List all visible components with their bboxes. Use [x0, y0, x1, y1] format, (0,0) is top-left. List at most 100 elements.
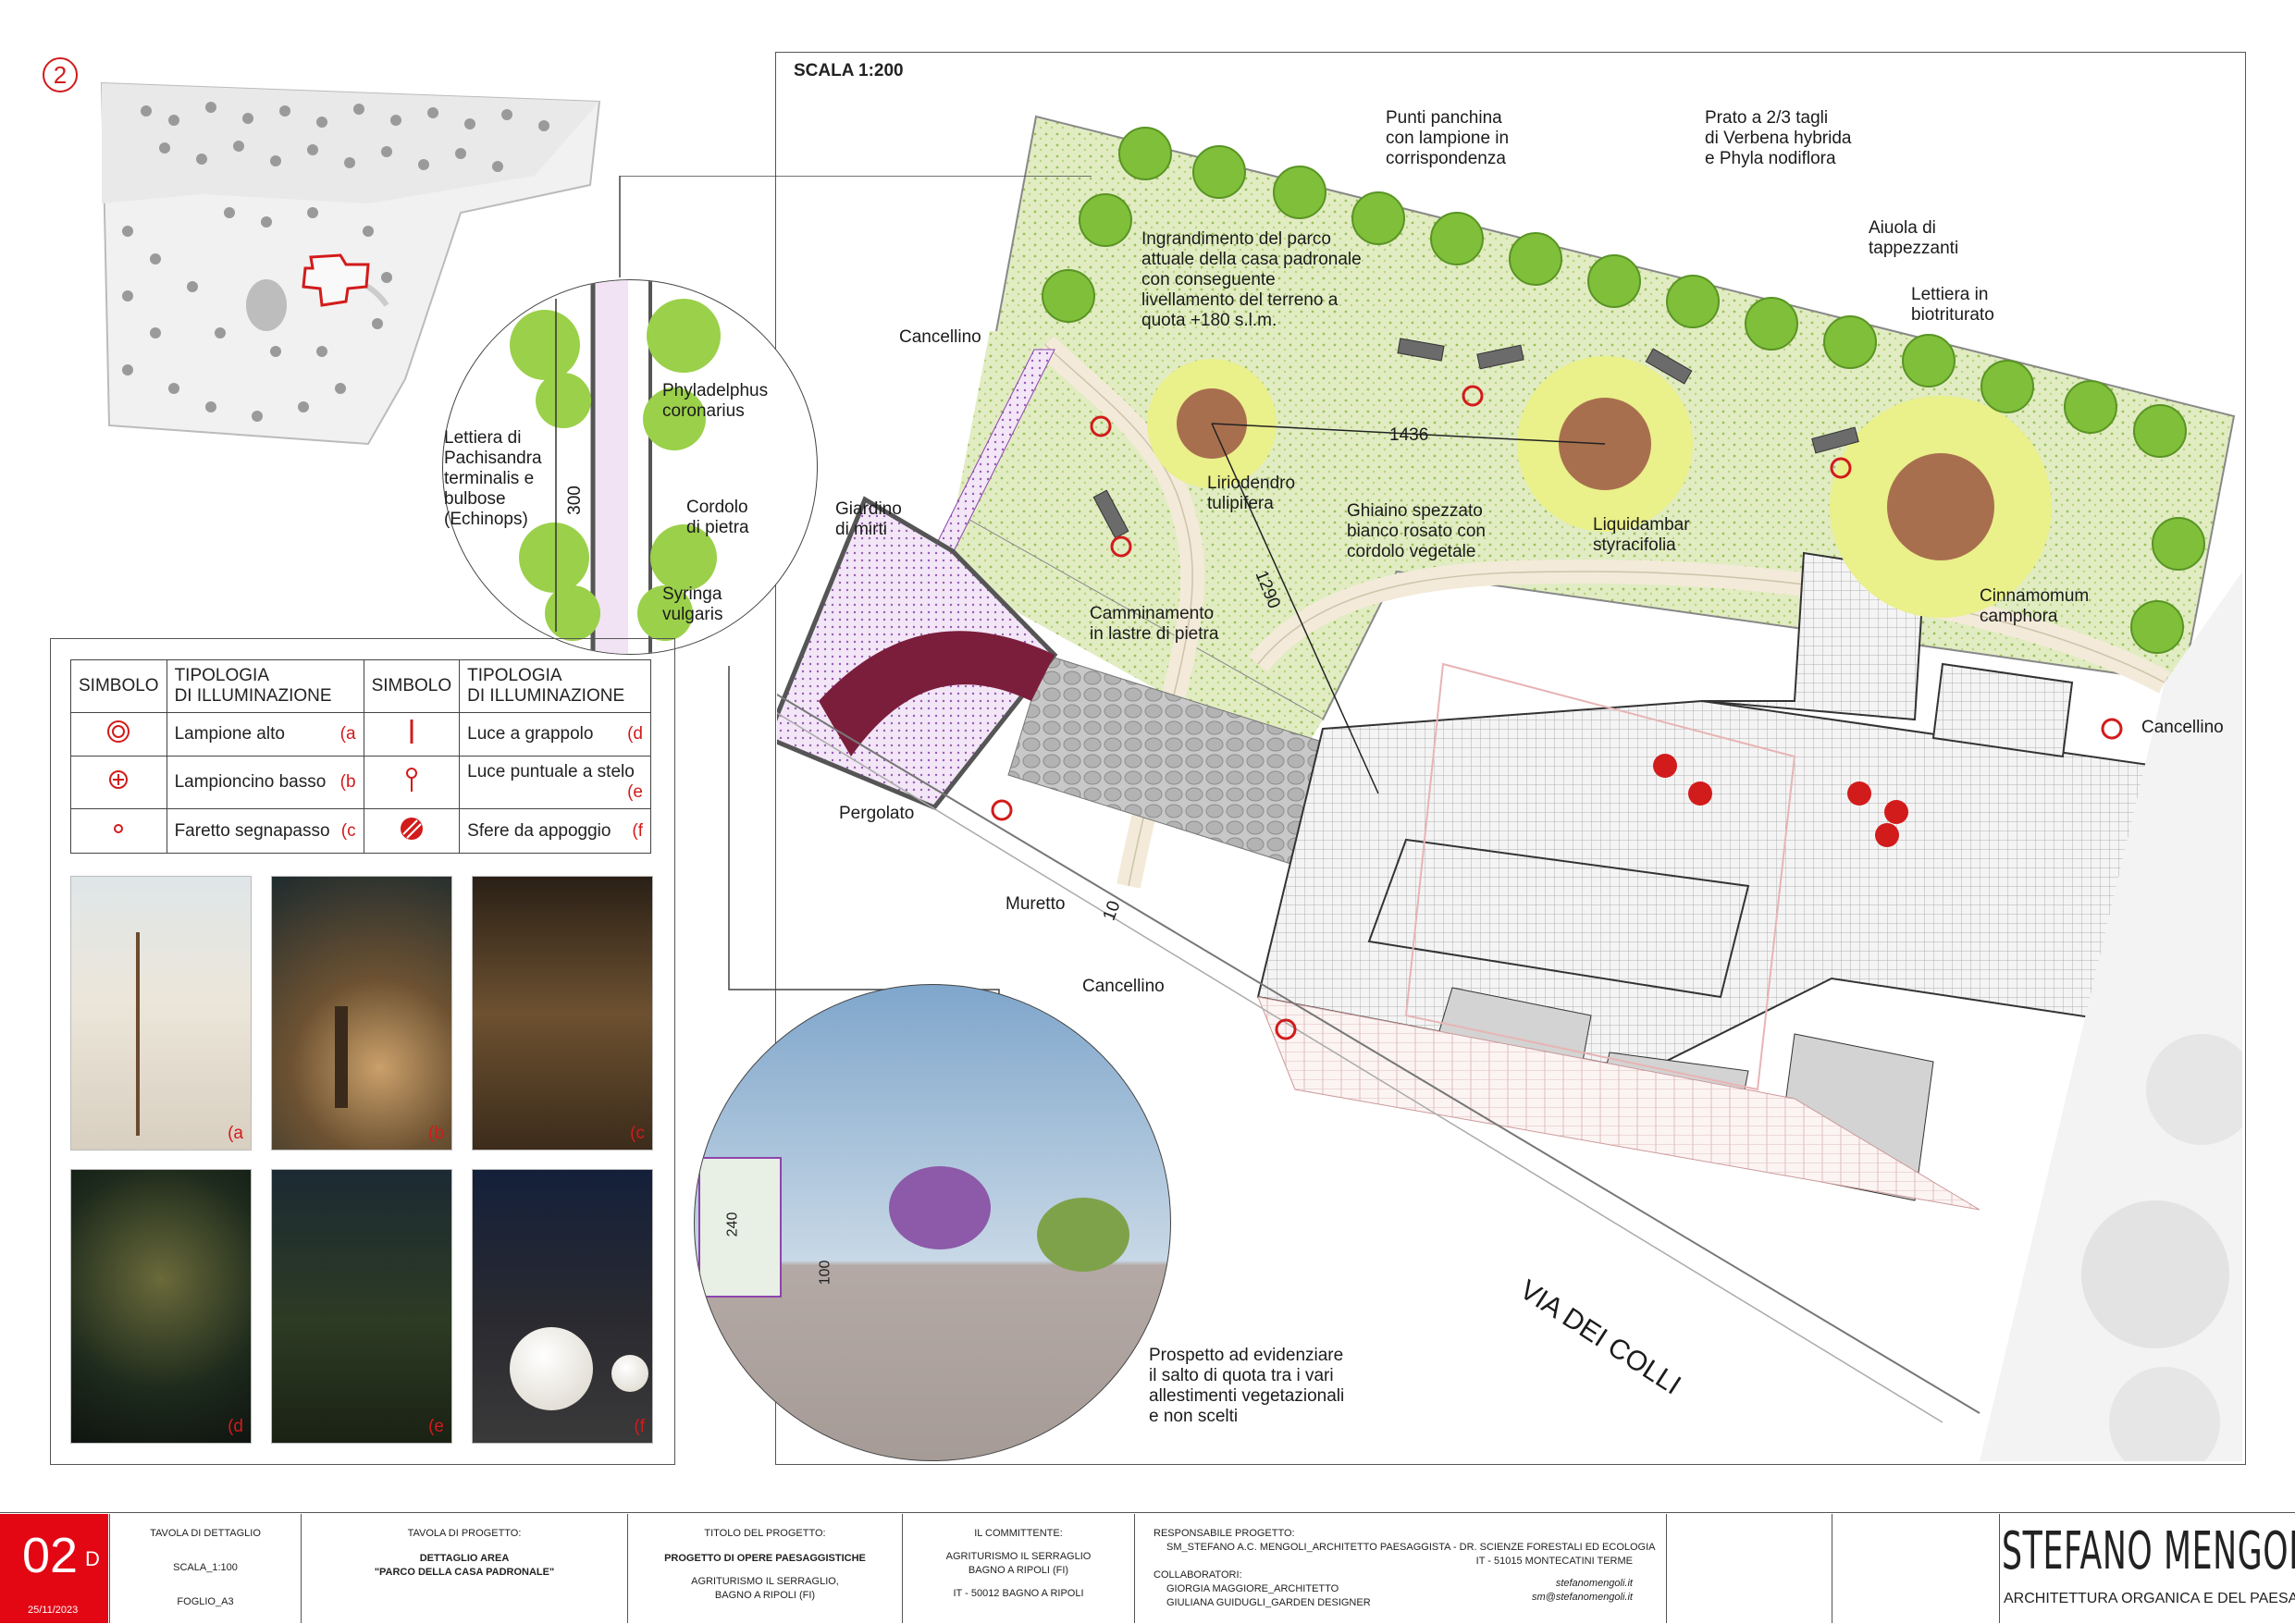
legend-header-symbol: SIMBOLO	[70, 659, 167, 713]
label-prospetto: Prospetto ad evidenziare il salto di quo…	[1149, 1346, 1345, 1426]
brand-logo-text: STEFANO MENGOLI	[2002, 1521, 2295, 1581]
tb-agriturismo: AGRITURISMO IL SERRAGLIO,	[691, 1576, 839, 1587]
plan-scale: SCALA 1:200	[794, 61, 904, 80]
label-pergolato: Pergolato	[839, 804, 915, 823]
legend-label-f: Sfere da appoggio	[467, 820, 611, 841]
tb-brand: STEFANO MENGOLI ARCHITETTURA ORGANICA E …	[1999, 1514, 2295, 1623]
label-prato: Prato a 2/3 tagli di Verbena hybrida e P…	[1705, 108, 1852, 168]
legend-code-c: (c	[340, 820, 356, 841]
brand-subtitle: ARCHITETTURA ORGANICA E DEL PAESAGGIO	[2004, 1591, 2295, 1606]
tb-empty-1	[1666, 1514, 1832, 1623]
photo-grappolo: (d	[70, 1169, 252, 1444]
elevation-tree-1	[889, 1166, 991, 1249]
photo-sfere: (f	[472, 1169, 653, 1444]
photo-tag-a: (a	[228, 1124, 243, 1143]
legend-row-d: Luce a grappolo (d	[459, 711, 651, 757]
elevation-dim-100: 100	[817, 1260, 833, 1286]
tb-collaboratori-label: COLLABORATORI:	[1154, 1569, 1242, 1581]
sheet-date: 25/11/2023	[28, 1605, 79, 1616]
sheet-code-box: 02 D 25/11/2023	[0, 1514, 108, 1623]
legend-code-a: (a	[339, 724, 356, 744]
tb-web: stefanomengoli.it	[1555, 1578, 1633, 1589]
tb-dettaglio-area: DETTAGLIO AREA	[419, 1553, 510, 1564]
cluster-light-icon	[410, 720, 413, 744]
tb-committente: IL COMMITTENTE: AGRITURISMO IL SERRAGLIO…	[902, 1514, 1134, 1623]
lighting-legend: SIMBOLO TIPOLOGIA DI ILLUMINAZIONE SIMBO…	[70, 659, 651, 854]
tb-resp-2: IT - 51015 MONTECATINI TERME	[1475, 1556, 1633, 1567]
elevation-circle: 240 100	[694, 984, 1171, 1461]
tb-coll-2: GIULIANA GUIDUGLI_GARDEN DESIGNER	[1166, 1597, 1371, 1608]
tb-tavola-progetto: TAVOLA DI PROGETTO: DETTAGLIO AREA "PARC…	[301, 1514, 627, 1623]
photo-faretto: (c	[472, 876, 653, 1150]
sheet-sub: D	[85, 1547, 100, 1570]
faretto-symbol	[70, 808, 167, 854]
legend-row-c: Faretto segnapasso(c	[166, 808, 364, 854]
detail-number-badge: 2	[43, 57, 78, 92]
legend-label-d: Luce a grappolo	[467, 724, 594, 744]
crosshair-circle-icon	[109, 770, 129, 790]
tb-responsabile: RESPONSABILE PROGETTO: SM_STEFANO A.C. M…	[1134, 1514, 1666, 1623]
legend-row-a: Lampione alto(a	[166, 711, 364, 757]
legend-code-d: (d	[627, 724, 643, 744]
label-punti-panchina: Punti panchina con lampione in corrispon…	[1386, 108, 1510, 168]
label-lettiera-bio: Lettiera in biotriturato	[1911, 285, 1994, 325]
section-detail-drawing	[510, 280, 721, 654]
label-liriodendro: Liriodendro tulipifera	[1207, 474, 1296, 513]
stem-light-icon	[405, 768, 417, 793]
photo-stelo: (e	[271, 1169, 452, 1444]
tb-parco: "PARCO DELLA CASA PADRONALE"	[374, 1567, 555, 1578]
tb-resp-1: SM_STEFANO A.C. MENGOLI_ARCHITETTO PAESA…	[1166, 1542, 1656, 1553]
photo-tag-c: (c	[630, 1124, 645, 1143]
section-dim-300: 300	[564, 486, 585, 515]
label-aiuola: Aiuola di tappezzanti	[1869, 218, 1959, 258]
legend-code-e: (e	[627, 782, 643, 803]
tb-committente-label: IL COMMITTENTE:	[974, 1528, 1063, 1539]
tb-comm-2: BAGNO A RIPOLI (FI)	[968, 1565, 1069, 1576]
legend-header-type-2: TIPOLOGIA DI ILLUMINAZIONE	[459, 659, 651, 713]
label-ingrandimento: Ingrandimento del parco attuale della ca…	[1141, 229, 1362, 330]
tb-titolo: TITOLO DEL PROGETTO: PROGETTO DI OPERE P…	[627, 1514, 902, 1623]
label-ghiaino: Ghiaino spezzato bianco rosato con cordo…	[1347, 501, 1486, 561]
sheet-code: 02	[22, 1528, 79, 1583]
lampioncino-symbol	[70, 756, 167, 810]
sfere-symbol	[363, 808, 461, 854]
label-cancellino-1: Cancellino	[899, 327, 981, 347]
detail-number: 2	[53, 61, 68, 89]
label-camminamento: Camminamento in lastre di pietra	[1090, 604, 1219, 644]
photo-tag-b: (b	[428, 1124, 444, 1143]
site-plan	[777, 115, 2242, 1461]
tb-coll-row: GIULIANA GUIDUGLI_GARDEN DESIGNER	[1135, 1596, 1666, 1610]
label-giardino-mirti: Giardino di mirti	[835, 499, 902, 539]
label-cinnamomum: Cinnamomum camphora	[1980, 586, 2090, 626]
photo-tag-f: (f	[634, 1417, 645, 1436]
tb-tavola-dettaglio-label: TAVOLA DI DETTAGLIO	[150, 1528, 261, 1539]
legend-header-type: TIPOLOGIA DI ILLUMINAZIONE	[166, 659, 364, 713]
legend-row-b: Lampioncino basso (b	[166, 756, 364, 810]
photo-tag-e: (e	[428, 1417, 444, 1436]
section-label-philadelphus: Phyladelphus coronarius	[662, 381, 769, 421]
plan-panel	[775, 52, 2246, 1465]
legend-label-b: Lampioncino basso	[174, 772, 327, 793]
tb-coll-1: GIORGIA MAGGIORE_ARCHITETTO	[1166, 1583, 1339, 1594]
photo-tag-d: (d	[228, 1417, 243, 1436]
tb-scala: SCALA_1:100	[173, 1562, 238, 1573]
hatched-sphere-icon	[400, 817, 423, 840]
label-liquidambar: Liquidambar styracifolia	[1593, 515, 1690, 555]
label-dim-1436: 1436	[1389, 425, 1429, 445]
luce-grappolo-symbol	[363, 711, 461, 757]
label-muretto: Muretto	[1006, 894, 1066, 914]
legend-label-e: Luce puntuale a stelo	[467, 762, 635, 782]
legend-code-b: (b	[339, 772, 356, 793]
section-label-lettiera: Lettiera di Pachisandra terminalis e bul…	[444, 428, 542, 529]
legend-header-symbol-2: SIMBOLO	[363, 659, 461, 713]
luce-stelo-symbol	[363, 756, 461, 810]
section-label-cordolo: Cordolo di pietra	[686, 498, 749, 537]
elevation-dim-240: 240	[724, 1212, 741, 1237]
title-block	[0, 1512, 2295, 1624]
elevation-tree-2	[1037, 1198, 1129, 1272]
label-cancellino-3: Cancellino	[1082, 977, 1165, 996]
tb-foglio: FOGLIO_A3	[177, 1596, 234, 1607]
tb-tavola-progetto-label: TAVOLA DI PROGETTO:	[407, 1528, 522, 1539]
tb-tavola-dettaglio: TAVOLA DI DETTAGLIO SCALA_1:100 FOGLIO_A…	[109, 1514, 301, 1623]
tb-responsabile-label: RESPONSABILE PROGETTO:	[1154, 1528, 1295, 1539]
